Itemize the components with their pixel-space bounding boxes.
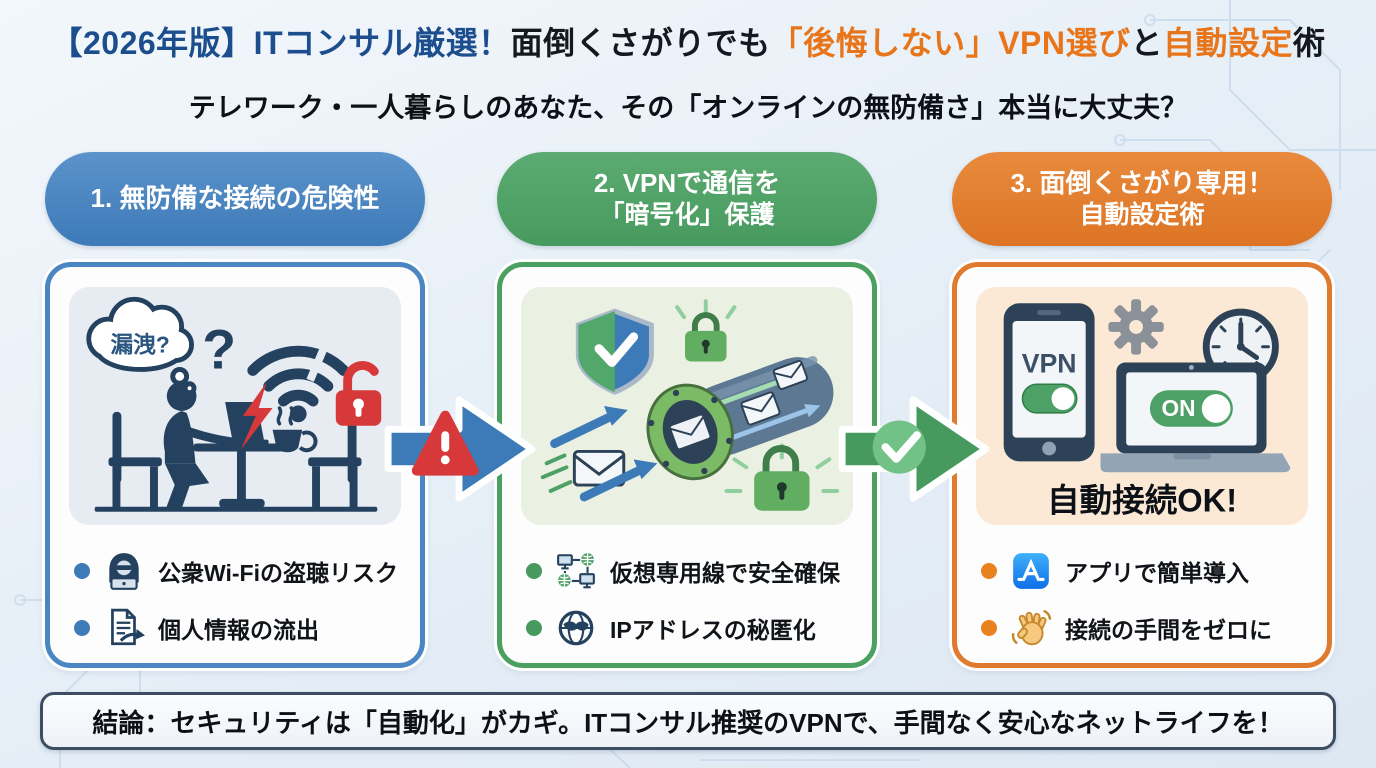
page-title: 【2026年版】ITコンサル厳選！面倒くさがりでも「後悔しない」VPN選びと自動… — [0, 18, 1376, 64]
shield-check-icon — [575, 308, 654, 395]
section-header-auto-setup: 3. 面倒くさがり専用！ 自動設定術 — [952, 152, 1332, 246]
page-subtitle: テレワーク・一人暮らしのあなた、その「オンラインの無防備さ」本当に大丈夫？ — [188, 93, 1188, 123]
laptop-on-toggle-icon: ON — [1100, 362, 1291, 473]
auto-connect-caption: 自動接続OK! — [1047, 482, 1237, 519]
auto-setup-illustration: ON VPN 自動接続OK! — [976, 287, 1308, 525]
card-danger: 漏洩? ? — [45, 262, 425, 668]
bullet-ip-anonymization: IPアドレスの秘匿化 — [526, 607, 872, 649]
leak-thought-bubble-icon: 漏洩? — [86, 296, 197, 396]
card-auto-setup: ON VPN 自動接続OK! — [952, 262, 1332, 668]
tunnel-opening-envelope-icon — [668, 413, 712, 451]
section-header-vpn-line1: 2. VPNで通信を — [593, 167, 781, 198]
gear-icon — [1108, 299, 1164, 355]
title-segment-no-regret-vpn: 「後悔しない」VPN選び — [770, 25, 1131, 61]
leak-bubble-label: 漏洩? — [110, 332, 169, 358]
bullet-public-wifi-risk: 公衆Wi-Fiの盗聴リスク — [74, 550, 420, 592]
bullet-dot-icon — [526, 620, 542, 636]
bullet-text: 個人情報の流出 — [158, 617, 319, 643]
question-mark-label: ? — [202, 318, 236, 380]
danger-bullet-list: 公衆Wi-Fiの盗聴リスク 個人情報の流出 — [50, 535, 420, 649]
laptop-toggle-label: ON — [1162, 395, 1196, 421]
phone-vpn-toggle-icon: VPN — [1003, 303, 1095, 462]
encryption-padlock-top-icon — [675, 299, 737, 362]
title-segment-and: と — [1130, 25, 1163, 61]
bullet-text: 接続の手間をゼロに — [1065, 617, 1272, 643]
encryption-padlock-bottom-icon — [724, 443, 840, 511]
conclusion-banner: 結論：セキュリティは「自動化」がカギ。ITコンサル推奨のVPNで、手間なく安心な… — [40, 692, 1336, 750]
speed-arrows-icon — [540, 406, 658, 502]
bullet-dot-icon — [526, 563, 542, 579]
title-segment-jutsu: 術 — [1292, 25, 1326, 61]
card-vpn-encryption: 仮想専用線で安全確保 IPアドレスの秘匿化 — [497, 262, 877, 668]
check-circle-icon — [872, 420, 926, 474]
encrypted-tunnel-scene-icon — [540, 299, 840, 511]
vpn-tunnel-icon — [646, 355, 834, 481]
auto-bullet-list: アプリで簡単導入 — [957, 535, 1327, 649]
bullet-dot-icon — [74, 563, 90, 579]
warning-triangle-icon — [411, 410, 479, 476]
title-segment-lazy: 面倒くさがりでも — [510, 25, 771, 61]
bullet-text: 仮想専用線で安全確保 — [610, 560, 840, 586]
phone-vpn-label: VPN — [1022, 348, 1077, 378]
globe-mask-icon — [555, 607, 597, 649]
section-header-vpn-line2: 「暗号化」保護 — [599, 200, 775, 229]
bullet-text: 公衆Wi-Fiの盗聴リスク — [158, 560, 398, 586]
arrow-danger-to-vpn — [382, 384, 540, 514]
arrow-vpn-to-auto — [836, 384, 994, 514]
bullet-zero-effort-connection: 接続の手間をゼロに — [981, 607, 1327, 649]
vpn-bullet-list: 仮想専用線で安全確保 IPアドレスの秘匿化 — [502, 535, 872, 649]
bullet-dot-icon — [74, 620, 90, 636]
bullet-text: アプリで簡単導入 — [1065, 560, 1249, 586]
bullet-dot-icon — [981, 620, 997, 636]
section-header-auto-line2: 自動設定術 — [1079, 200, 1205, 229]
bullet-virtual-private-line: 仮想専用線で安全確保 — [526, 550, 872, 592]
section-header-danger-label: 1. 無防備な接続の危険性 — [90, 183, 380, 214]
bullet-easy-app-install: アプリで簡単導入 — [981, 550, 1327, 592]
title-segment-auto-setup: 自動設定 — [1162, 25, 1293, 61]
tunnel-envelope-icon — [740, 391, 781, 426]
conclusion-text: 結論：セキュリティは「自動化」がカギ。ITコンサル推奨のVPNで、手間なく安心な… — [92, 707, 1284, 738]
document-leak-icon — [103, 607, 145, 649]
bullet-personal-data-leak: 個人情報の流出 — [74, 607, 420, 649]
waving-hand-icon — [1010, 607, 1052, 649]
network-icon — [555, 550, 597, 592]
danger-lightning-icon — [240, 382, 273, 450]
auto-connect-devices-scene-icon: ON VPN 自動接続OK! — [1003, 299, 1291, 519]
title-segment-edition: 【2026年版】ITコンサル厳選！ — [50, 25, 511, 61]
danger-illustration: 漏洩? ? — [69, 287, 401, 525]
broken-wifi-icon — [247, 345, 350, 407]
bullet-dot-icon — [981, 563, 997, 579]
section-header-vpn-encryption: 2. VPNで通信を 「暗号化」保護 — [497, 152, 877, 246]
vpn-tunnel-illustration — [521, 287, 853, 525]
hacker-icon — [103, 550, 145, 592]
open-padlock-icon — [335, 361, 382, 426]
app-store-icon — [1010, 550, 1052, 592]
section-header-auto-line1: 3. 面倒くさがり専用！ — [1010, 167, 1274, 198]
section-header-danger: 1. 無防備な接続の危険性 — [45, 152, 425, 246]
tunnel-envelope-icon — [772, 359, 808, 390]
cafe-wifi-risk-scene-icon: 漏洩? ? — [86, 296, 382, 512]
bullet-text: IPアドレスの秘匿化 — [610, 617, 816, 643]
